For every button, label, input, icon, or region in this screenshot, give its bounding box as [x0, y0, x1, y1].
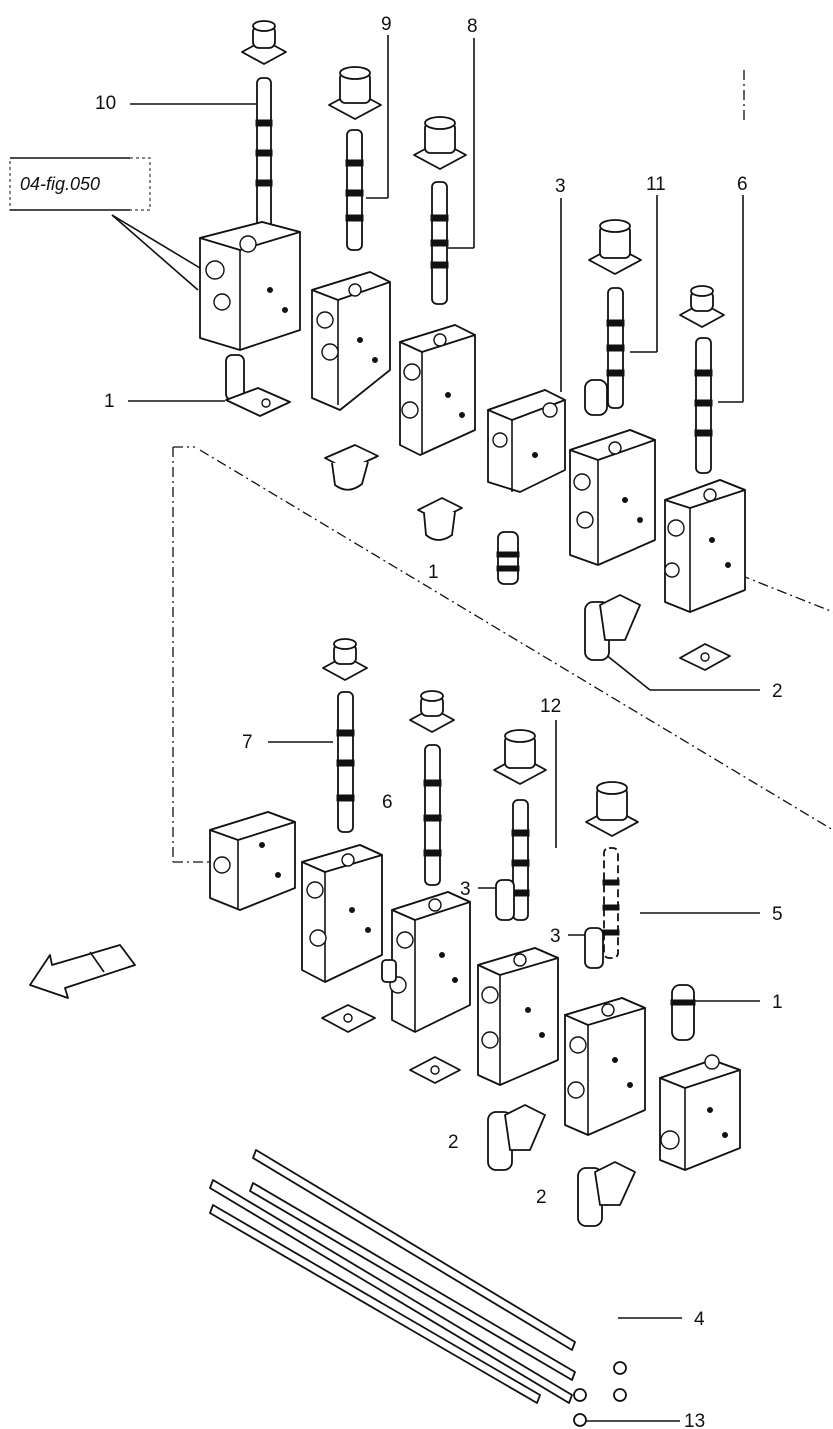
callout-7: 7 [242, 732, 253, 753]
direction-arrow-icon [29, 944, 136, 999]
solenoid-cap-7 [322, 638, 368, 681]
callout-4: 4 [694, 1309, 705, 1330]
callout-1-top: 1 [104, 391, 115, 412]
spool-11 [606, 287, 625, 409]
reference-label: 04-fig.050 [20, 174, 100, 194]
callout-3-low-a: 3 [460, 879, 471, 900]
callout-1-mid: 1 [428, 562, 439, 583]
callout-labels: 10 9 8 3 11 6 1 1 2 12 7 6 3 3 5 1 2 2 4… [95, 14, 783, 1429]
valve-body-top-5 [569, 429, 656, 566]
end-plate-low [209, 811, 296, 911]
fitting-2-low-a [487, 1104, 546, 1171]
valve-body-top-3 [399, 324, 476, 456]
callout-11: 11 [646, 174, 666, 195]
callout-2-low-b: 2 [536, 1187, 547, 1208]
spool-7 [336, 691, 355, 833]
valve-body-top-2 [311, 271, 391, 411]
cap-plug-top-b [417, 497, 463, 541]
callout-5: 5 [772, 904, 783, 925]
spool-9 [345, 129, 364, 251]
spool-12 [511, 799, 530, 921]
valve-body-low-1 [301, 844, 383, 983]
callout-13: 13 [684, 1411, 705, 1429]
callout-1-low: 1 [772, 992, 783, 1013]
fitting-2-low-b [577, 1161, 636, 1227]
callout-9: 9 [381, 14, 392, 35]
callout-3-low-b: 3 [550, 926, 561, 947]
callout-2-mid: 2 [772, 681, 783, 702]
reference-box[interactable]: 04-fig.050 [9, 157, 151, 211]
solenoid-cap-12 [493, 729, 547, 785]
solenoid-cap-6-low [409, 690, 455, 733]
solenoid-cap-10 [241, 20, 287, 65]
spool-5 [602, 847, 620, 959]
callout-6-top: 6 [737, 174, 748, 195]
fitting-3-low-b [584, 927, 604, 969]
callout-10: 10 [95, 93, 116, 114]
valve-body-top-4 [487, 389, 566, 493]
fitting-1-top [225, 354, 291, 417]
callout-6-low: 6 [382, 792, 393, 813]
solenoid-cap-8 [413, 116, 467, 170]
callout-8: 8 [467, 16, 478, 37]
fitting-1-low [670, 984, 696, 1041]
washer-low-a [321, 1004, 376, 1033]
valve-body-top-1 [199, 221, 301, 351]
solenoid-cap-6-top [679, 285, 725, 328]
valve-body-low-2 [381, 891, 471, 1033]
washer-mid [679, 643, 731, 671]
valve-body-low-4 [564, 997, 646, 1136]
valve-body-low-3 [477, 947, 559, 1086]
spool-8 [430, 181, 449, 305]
tie-rods [209, 1149, 576, 1404]
fitting-2-mid [584, 594, 641, 661]
end-plate-right-low [659, 1054, 741, 1171]
spool-6-low [423, 744, 442, 886]
callout-3-top: 3 [555, 176, 566, 197]
solenoid-cap-11 [588, 219, 642, 275]
fitting-mid-1 [496, 531, 520, 585]
solenoid-cap-9 [328, 66, 382, 120]
fitting-3-top [584, 379, 608, 416]
callout-2-low-a: 2 [448, 1132, 459, 1153]
solenoid-cap-5 [585, 781, 639, 837]
valve-body-top-6 [664, 479, 746, 613]
spool-10 [255, 77, 273, 229]
fitting-3-low-a [495, 879, 515, 921]
washer-low-b [409, 1056, 461, 1084]
spool-6-top [694, 337, 713, 474]
callout-12: 12 [540, 696, 561, 717]
cap-plug-top-a [324, 444, 379, 491]
nuts-13 [573, 1361, 627, 1427]
